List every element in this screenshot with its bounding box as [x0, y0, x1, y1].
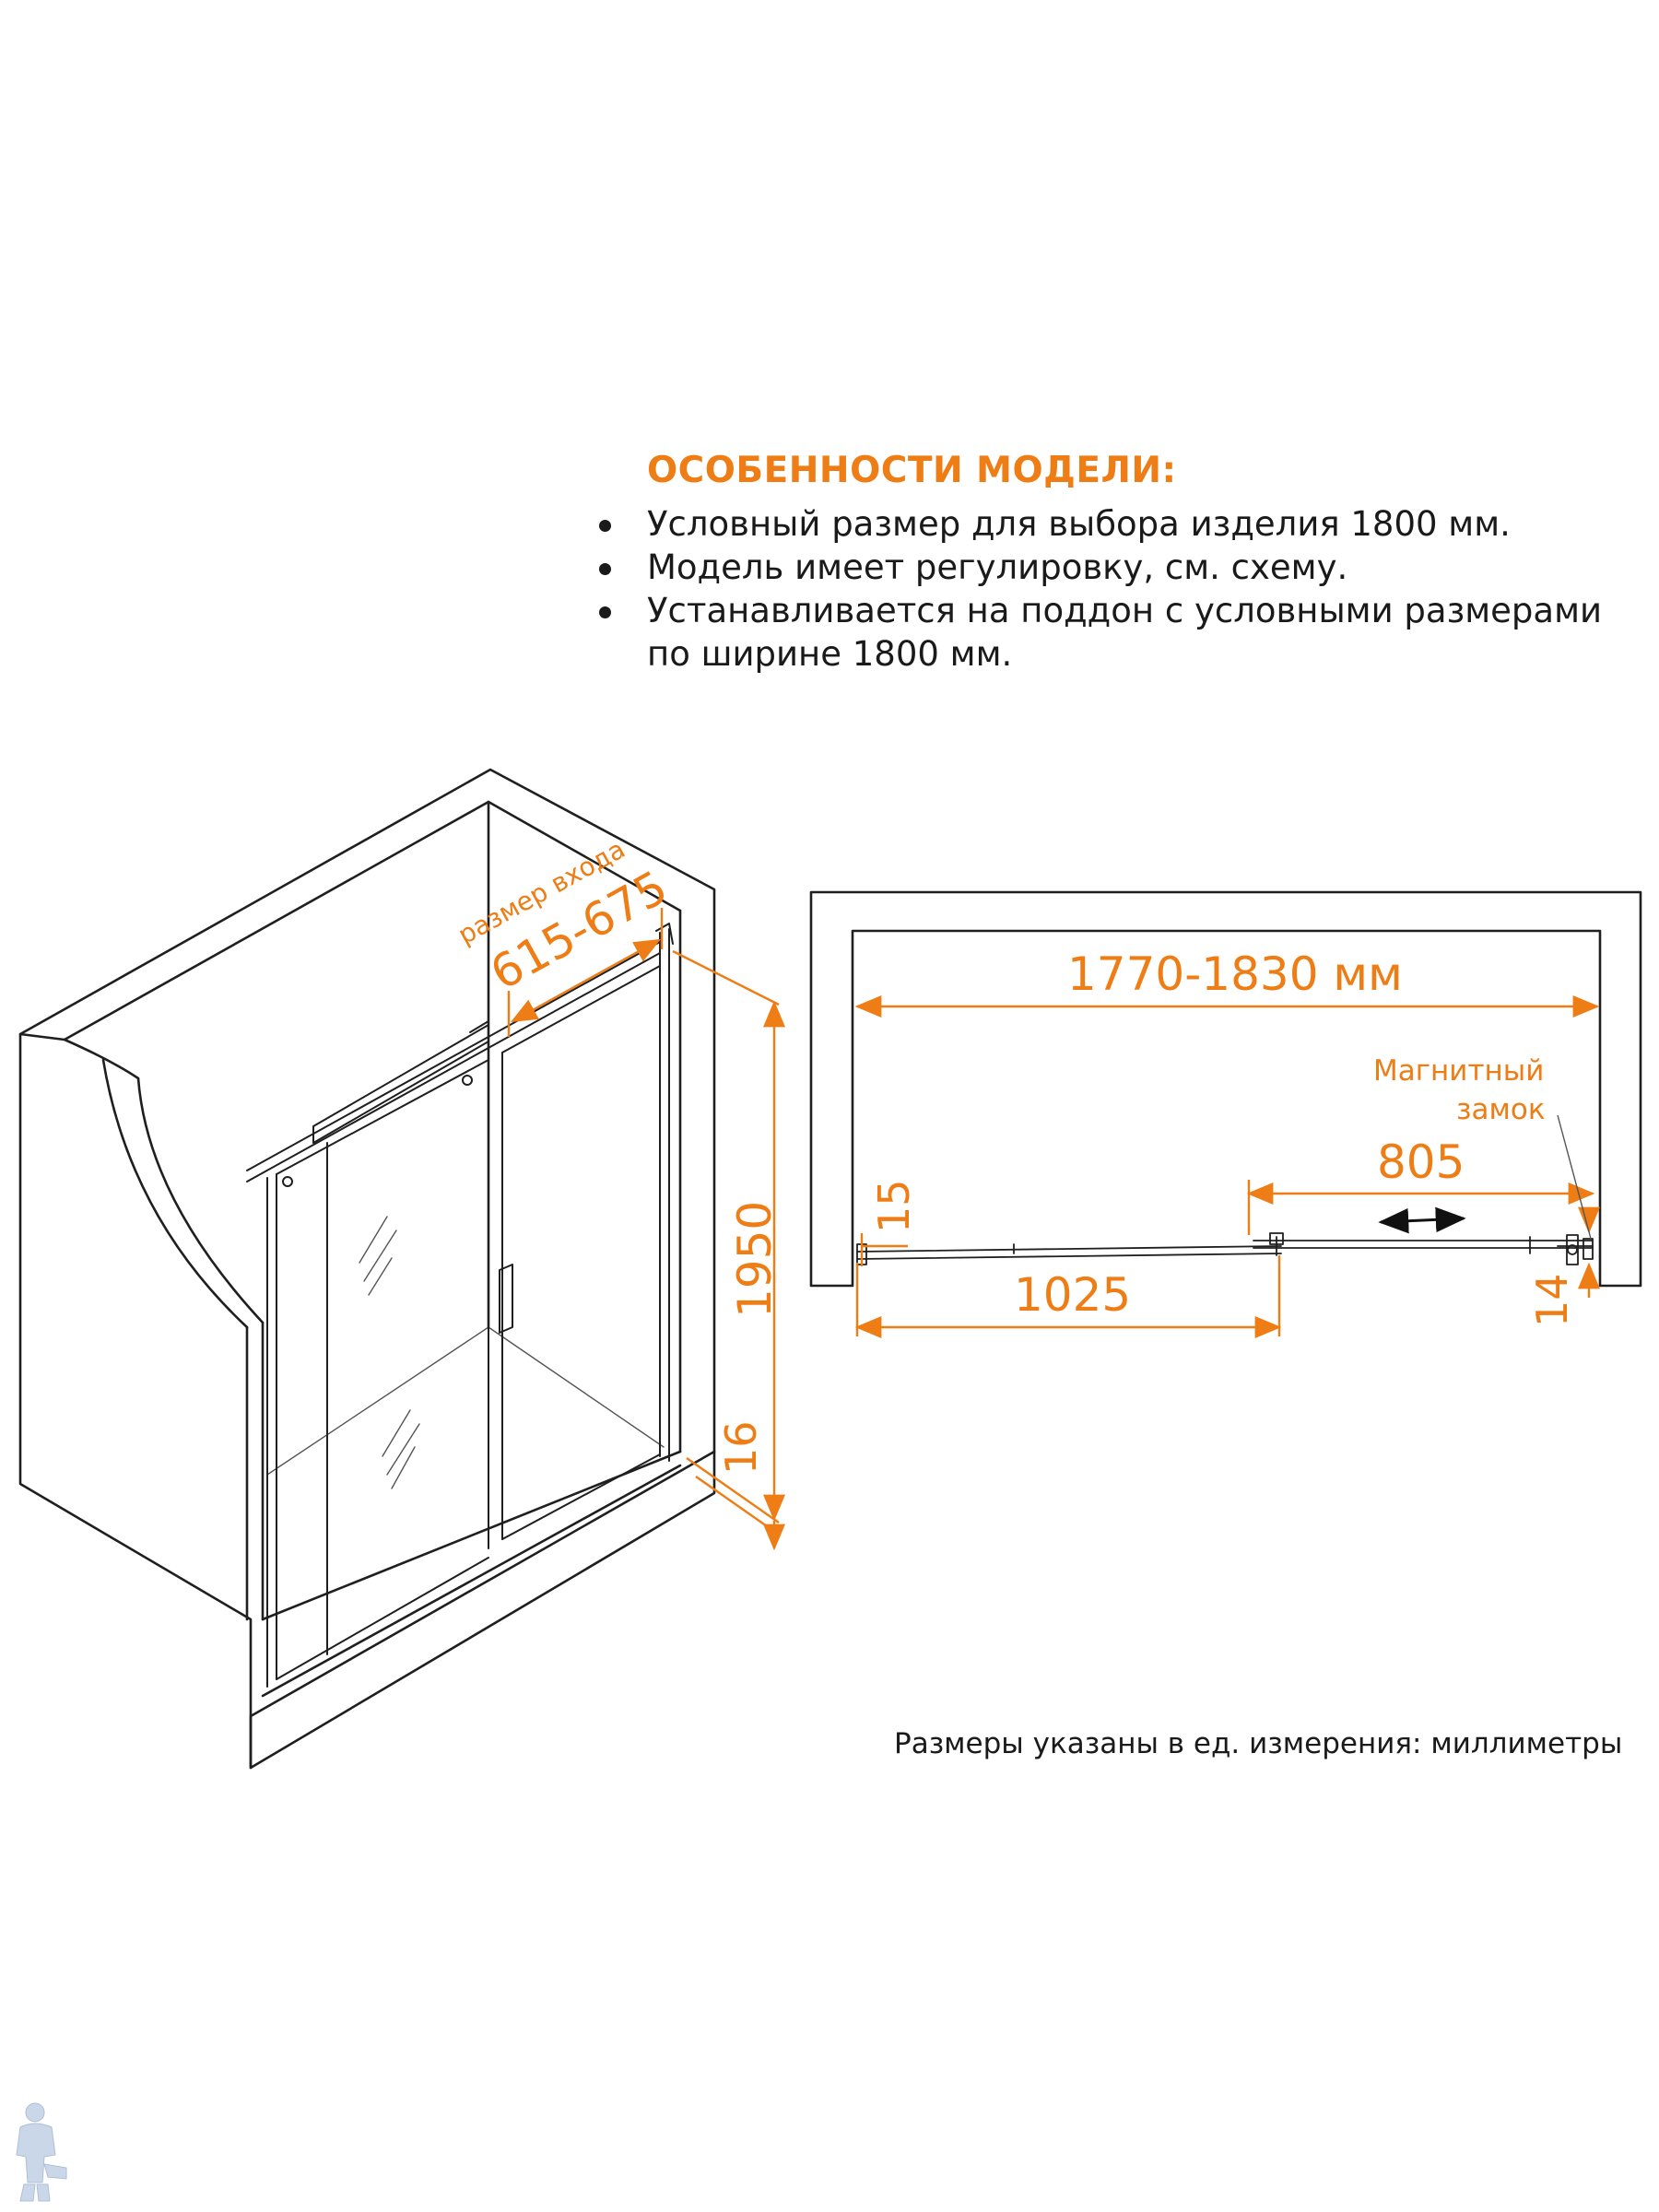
- left-gap-value: 15: [869, 1179, 919, 1233]
- dim-door-width: 805: [1246, 1135, 1595, 1235]
- features-title: ОСОБЕННОСТИ МОДЕЛИ:: [647, 450, 1177, 491]
- units-note: Размеры указаны в ед. измерения: миллиме…: [894, 1727, 1623, 1760]
- dim-left-gap: 15: [860, 1179, 919, 1266]
- height-value: 1950: [728, 1201, 782, 1318]
- plan-walls: [809, 890, 1642, 1288]
- features-list: Условный размер для выбора изделия 1800 …: [590, 502, 1641, 676]
- fixed-width-value: 1025: [1014, 1268, 1131, 1322]
- total-width-value: 1770-1830 мм: [1067, 947, 1403, 1001]
- features-item: Условный размер для выбора изделия 1800 …: [590, 502, 1641, 546]
- watermark-logo-icon: [16, 2102, 67, 2202]
- dim-height: 1950 16: [672, 949, 785, 1551]
- plan-view: 1770-1830 мм 805 1025 15 14: [809, 890, 1642, 1338]
- dim-total-width: 1770-1830 мм: [854, 947, 1600, 1018]
- magnet-lock-label-2: замок: [1456, 1093, 1546, 1126]
- features-item: Модель имеет регулировку, см. схему.: [590, 546, 1641, 589]
- slide-direction-arrow: [1378, 1206, 1466, 1234]
- sliding-door: [246, 923, 674, 1688]
- door-width-value: 805: [1377, 1135, 1465, 1189]
- base-gap-value: 16: [716, 1420, 766, 1475]
- magnet-lock-label-1: Магнитный: [1373, 1054, 1544, 1088]
- features-block: ОСОБЕННОСТИ МОДЕЛИ: Условный размер для …: [590, 450, 1641, 676]
- plan-door: [856, 1232, 1594, 1265]
- features-item: Устанавливается на поддон с условными ра…: [590, 589, 1641, 676]
- magnet-lock-callout: Магнитный замок: [1373, 1054, 1592, 1240]
- right-gap-value: 14: [1527, 1273, 1577, 1327]
- dim-fixed-width: 1025: [854, 1255, 1282, 1338]
- dim-right-gap: 14: [1527, 1206, 1600, 1327]
- iso-view: размер входа 615-675 1950 16: [18, 768, 785, 1770]
